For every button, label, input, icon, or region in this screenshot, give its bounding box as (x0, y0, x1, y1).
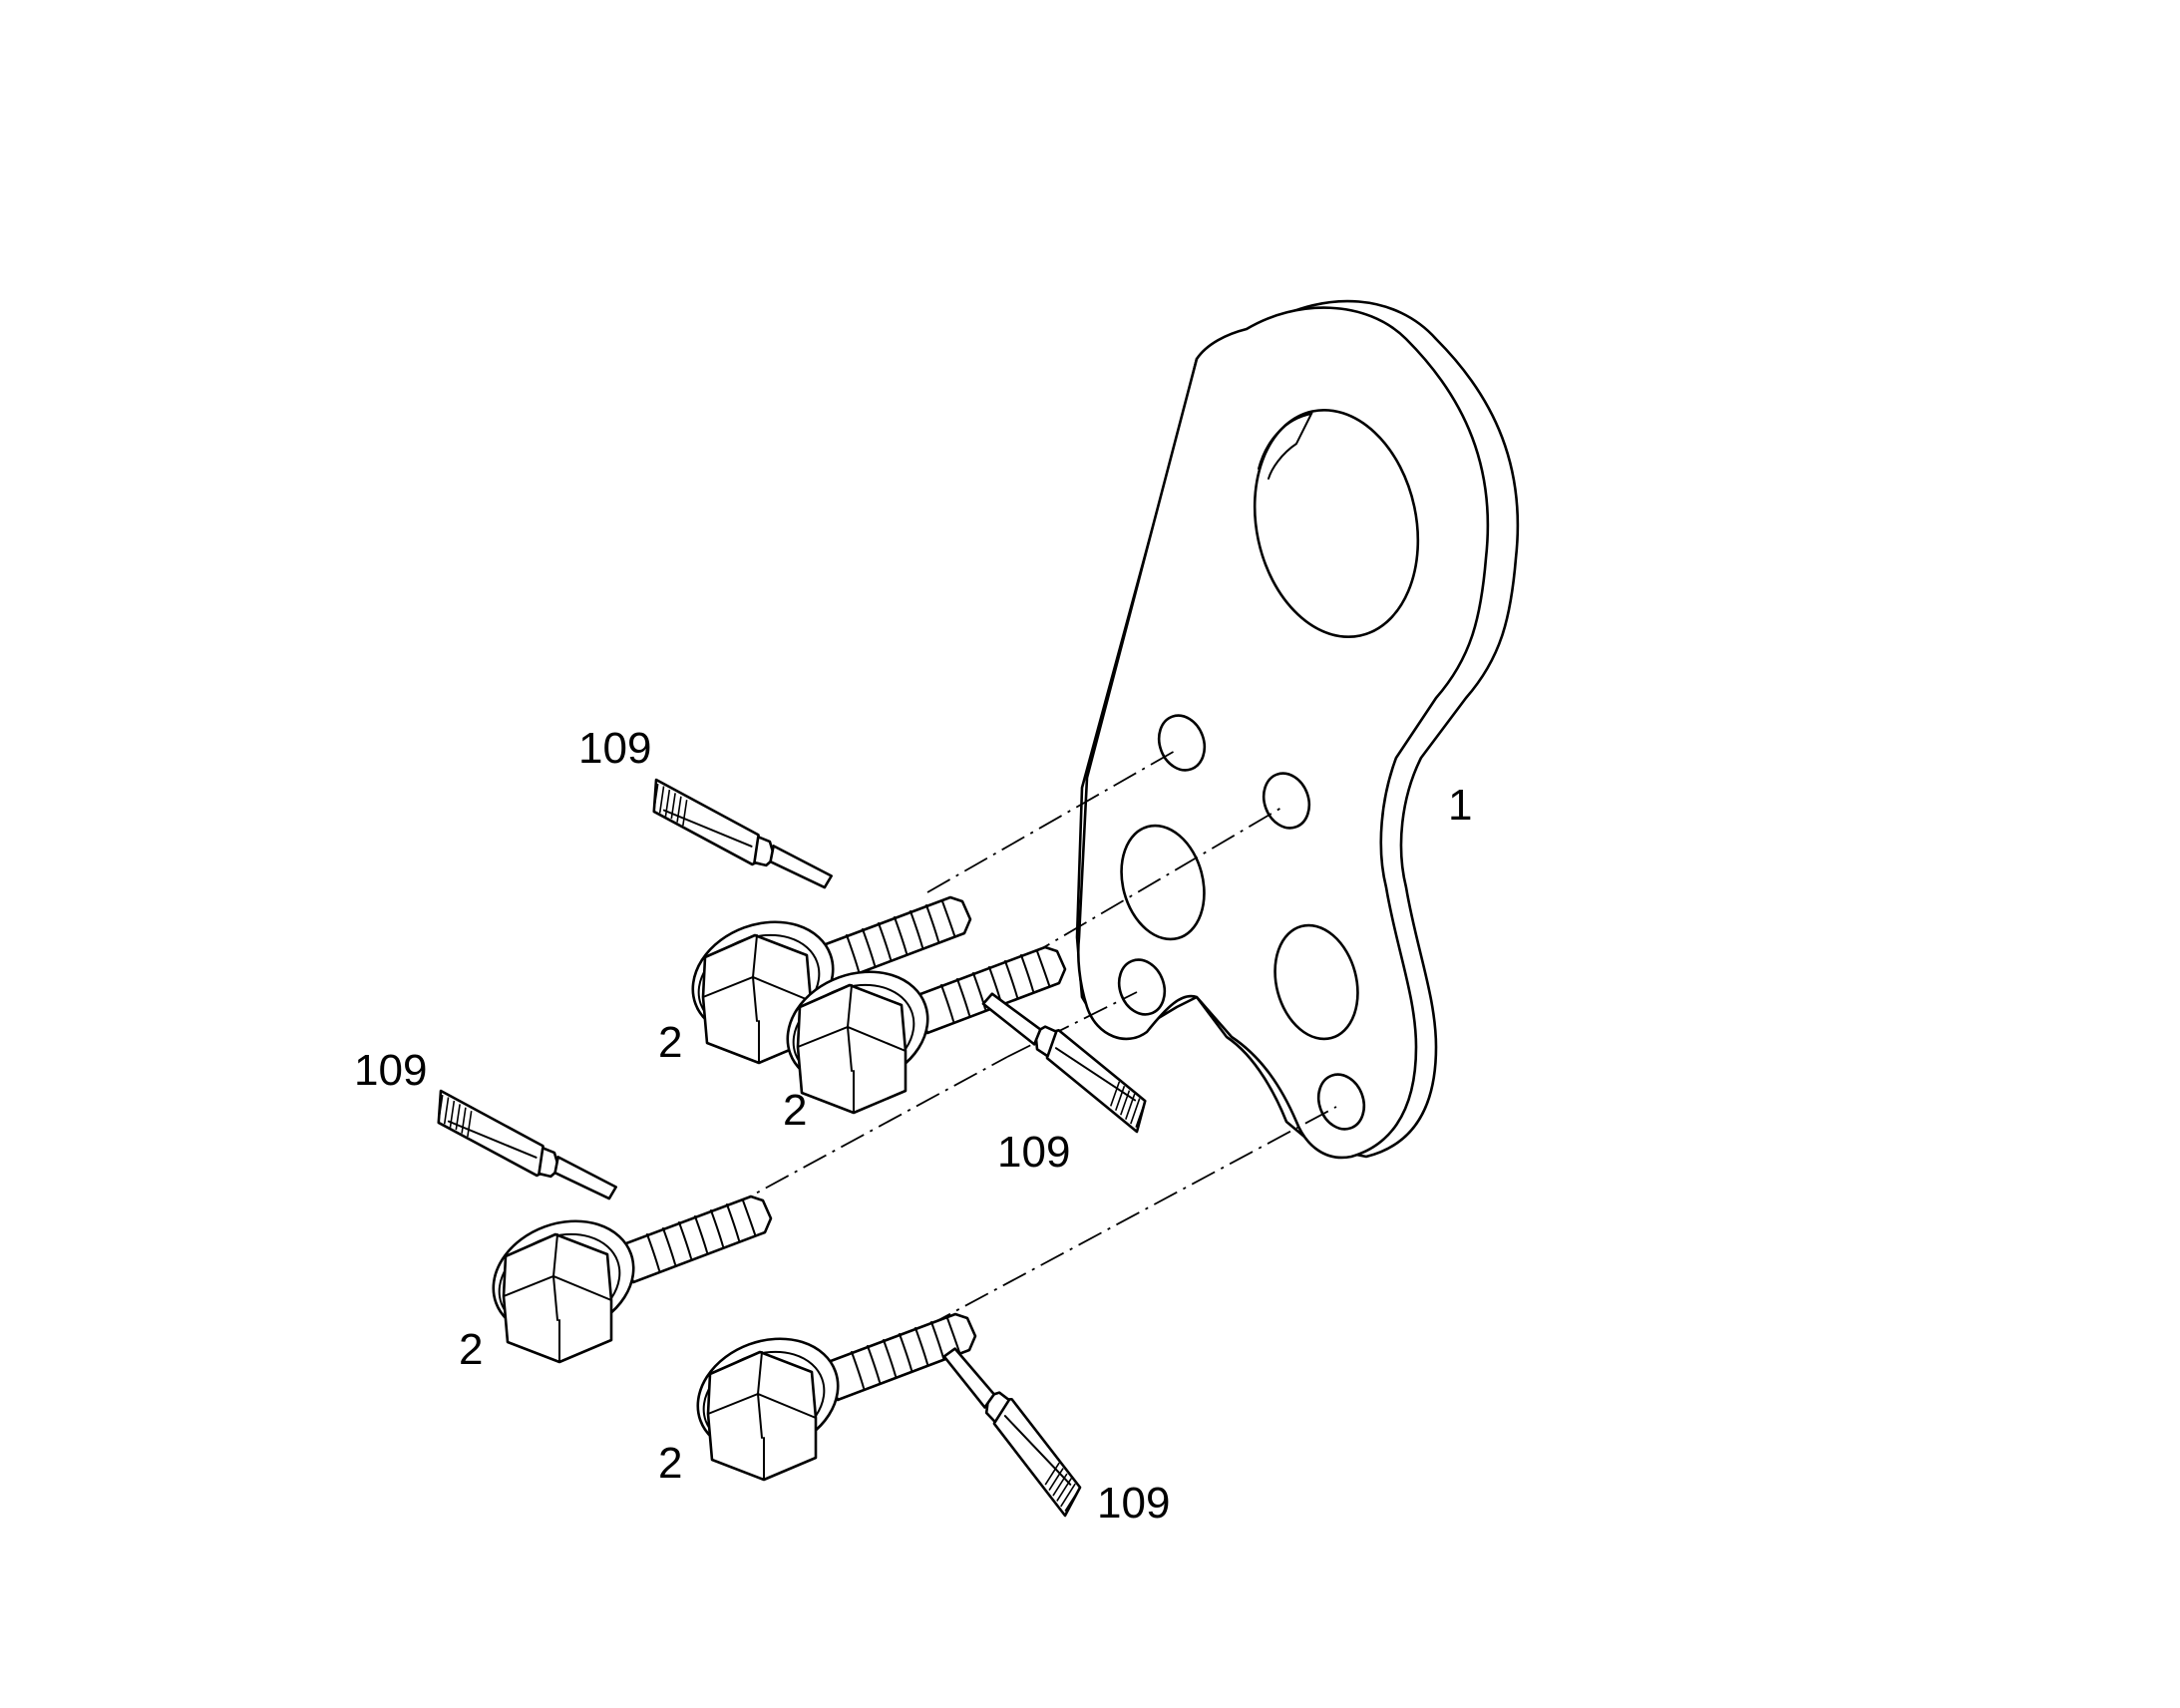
callout-sealant: 109 (354, 1046, 427, 1095)
sealant-tube-icon (904, 1344, 1112, 1518)
assembly-centerlines (727, 749, 1337, 1327)
callout-sealant: 109 (997, 1128, 1070, 1177)
callout-bolt: 2 (459, 1325, 483, 1374)
flange-bolt-icon (680, 1312, 977, 1482)
callout-bolt: 2 (658, 1018, 682, 1067)
flange-bolt-icon (476, 1195, 773, 1364)
callout-sealant: 109 (578, 724, 651, 773)
callout-bracket: 1 (1448, 781, 1472, 830)
sealant-tube-icon (433, 1089, 623, 1200)
callout-sealant: 109 (1097, 1479, 1170, 1528)
mounting-bracket (1075, 299, 1520, 1160)
callout-bolt: 2 (658, 1439, 682, 1488)
sealant-tube-icon (648, 778, 839, 889)
callout-bolt: 2 (783, 1086, 807, 1135)
